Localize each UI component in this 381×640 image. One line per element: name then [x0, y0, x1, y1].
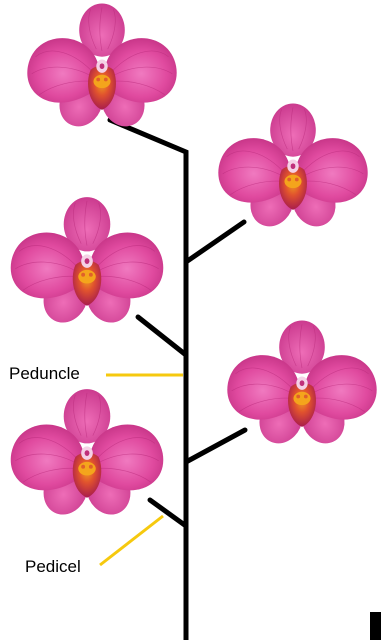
peduncle-stem [110, 120, 186, 640]
stem-group [110, 120, 245, 640]
orchid-flower-1 [27, 3, 176, 133]
orchid-flower-4 [227, 321, 376, 451]
pedicel-label: Pedicel [25, 558, 81, 575]
orchid-flower-3 [11, 197, 164, 330]
pedicel-leader-line [100, 516, 163, 565]
orchid-flower-5 [11, 389, 164, 522]
pedicel-stem-1 [186, 222, 244, 262]
peduncle-label: Peduncle [9, 365, 80, 382]
pedicel-stem-2 [138, 317, 186, 355]
pedicel-stem-3 [186, 430, 245, 462]
orchid-flower-2 [218, 104, 367, 234]
corner-mark [370, 612, 381, 640]
